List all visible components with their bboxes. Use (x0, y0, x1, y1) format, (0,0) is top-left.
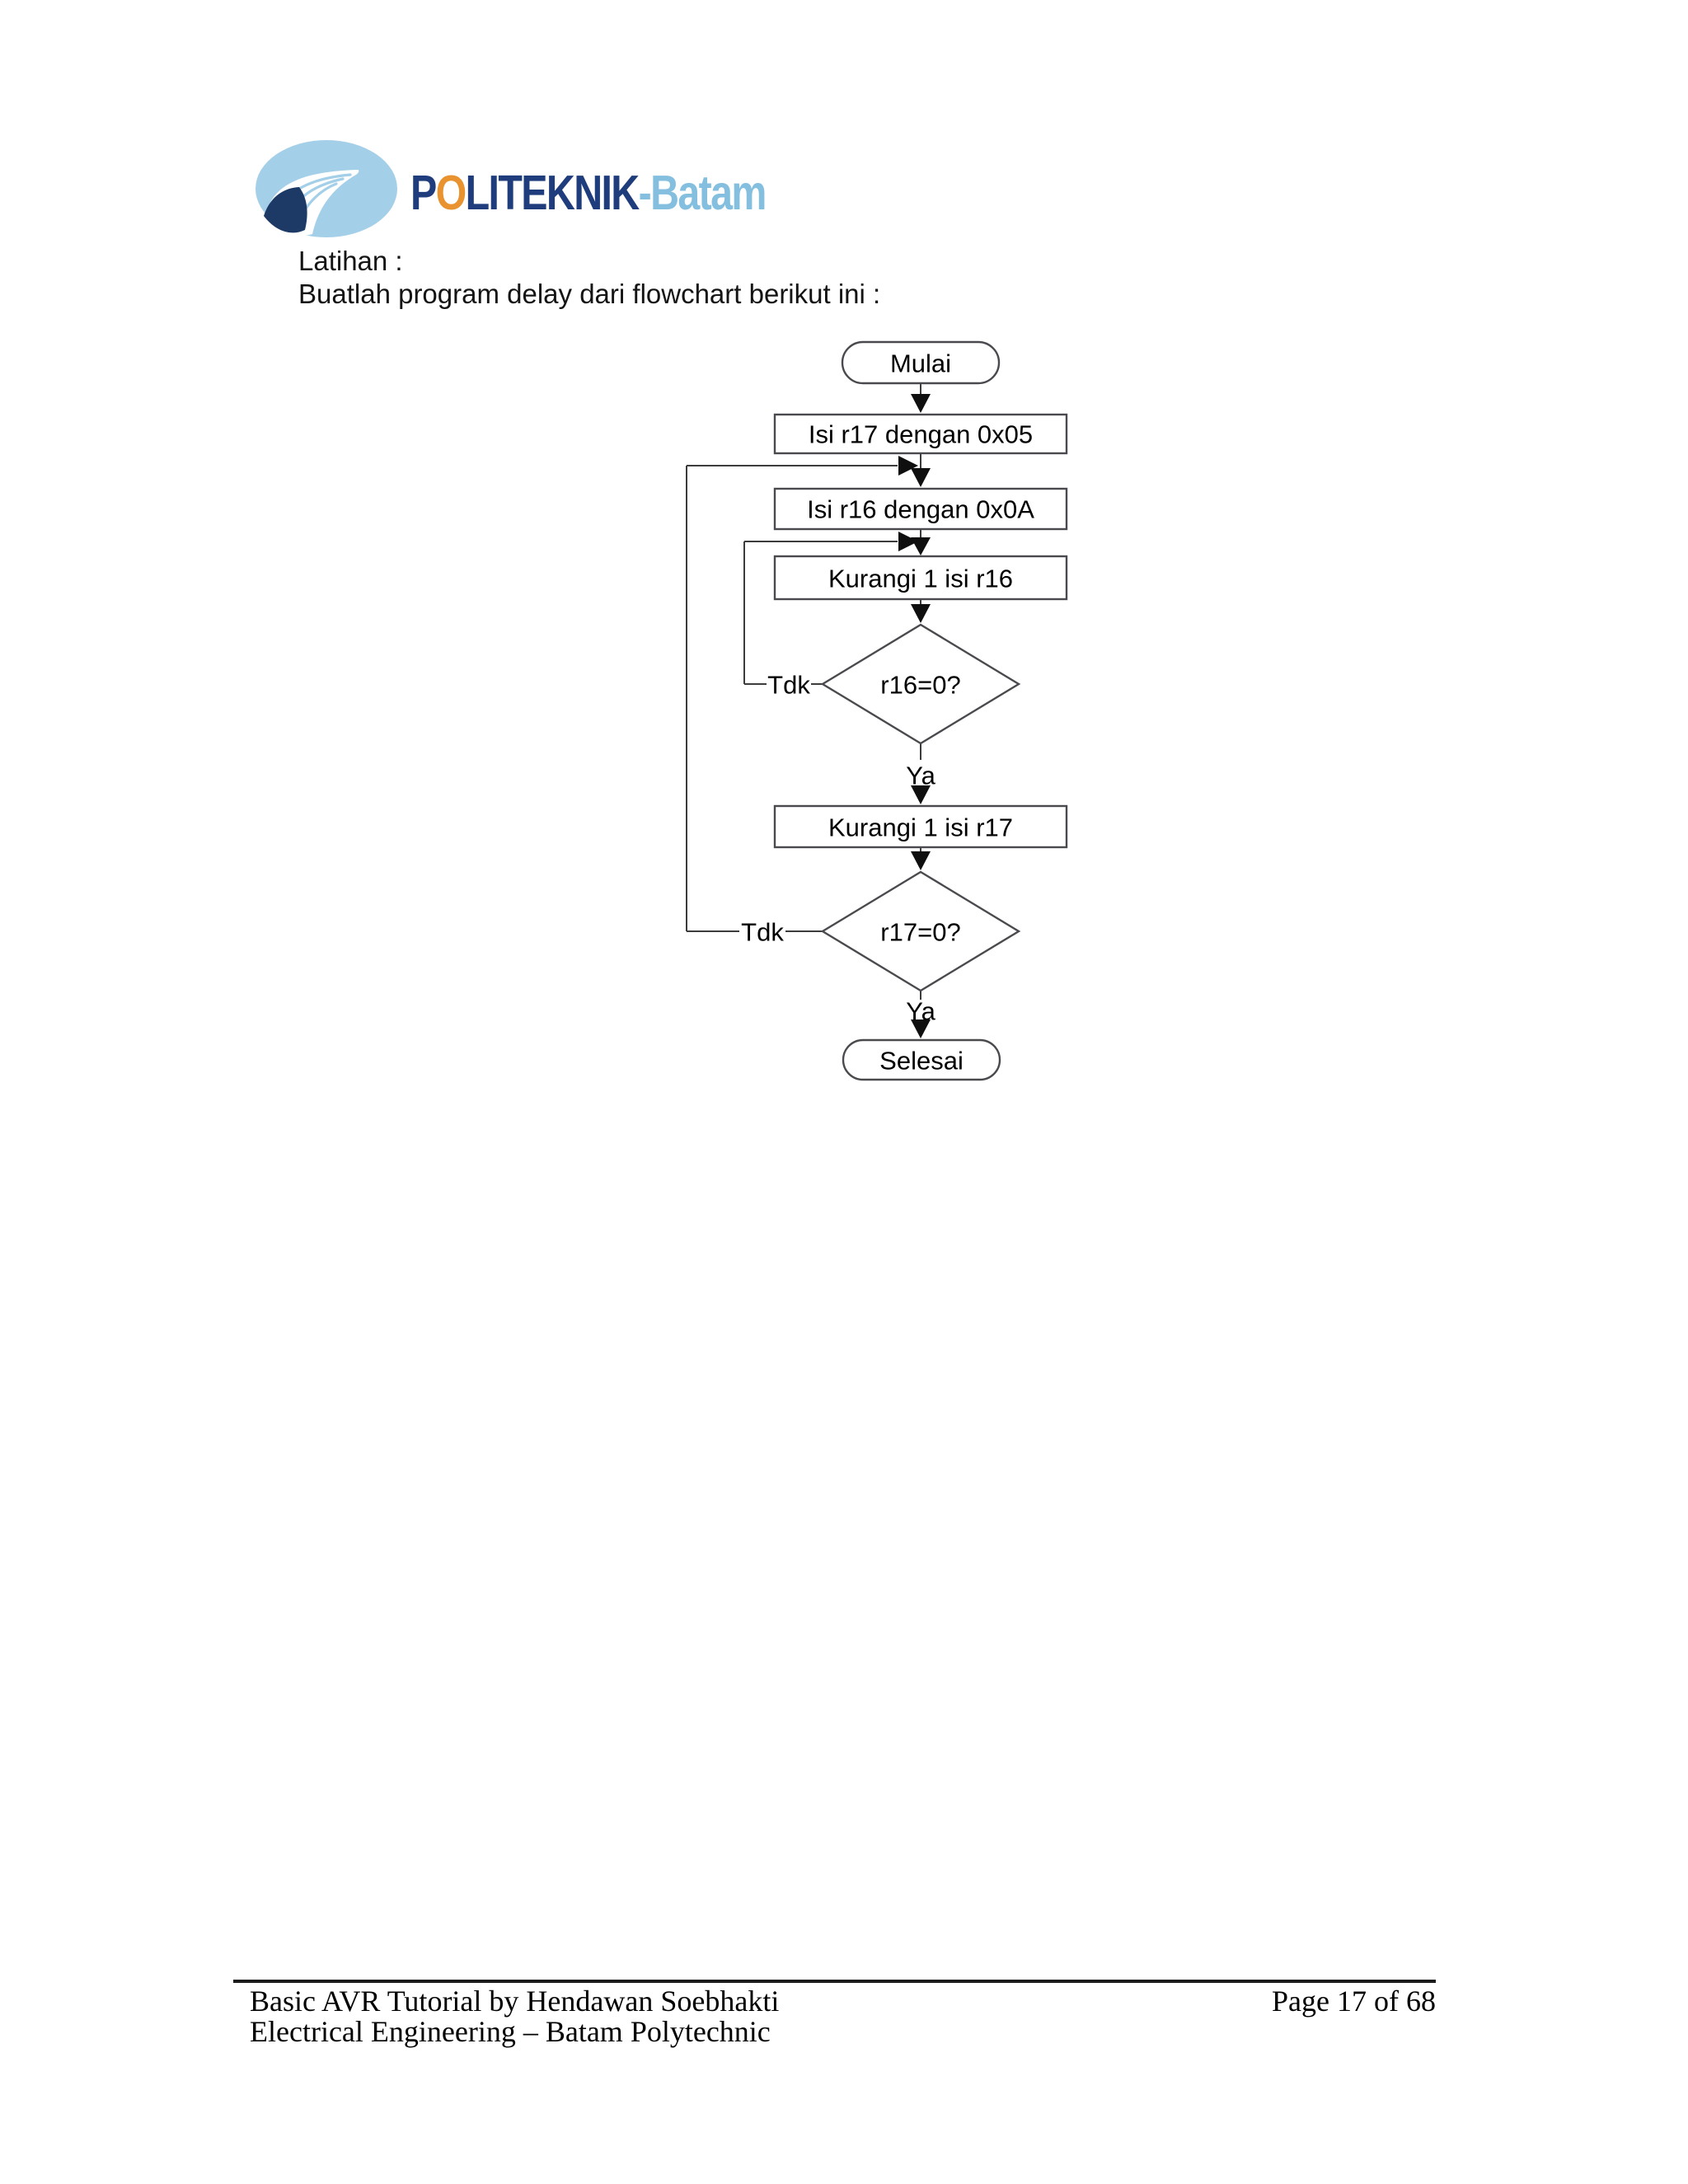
flowchart-edges (686, 383, 921, 1000)
node-label-box4: Kurangi 1 isi r17 (828, 813, 1013, 842)
exercise-heading: Latihan : (298, 246, 403, 276)
flowchart-node-box4 (773, 804, 1068, 849)
branch-label-tdk-1: Tdk (767, 671, 810, 700)
branch-label-ya-1: Ya (906, 762, 935, 790)
node-label-decision2: r17=0? (880, 918, 960, 947)
flowchart-node-box1 (773, 413, 1068, 455)
exercise-instruction: Buatlah program delay dari flowchart ber… (298, 279, 881, 309)
footer-author: Basic AVR Tutorial by Hendawan Soebhakti (250, 1985, 780, 2018)
flowchart-node-shapes (773, 340, 1068, 1081)
logo-wordmark: POLITEKNIK-Batam (410, 166, 767, 220)
wordmark-liteknik: LITEKNIK (465, 166, 640, 220)
flowchart-node-end (842, 1038, 1001, 1081)
flowchart-node-box3 (773, 555, 1068, 601)
logo-globe-icon (256, 140, 397, 237)
branch-label-ya-2: Ya (906, 997, 935, 1026)
flowchart-node-decision1 (820, 623, 1021, 745)
flowchart-node-box2 (773, 487, 1068, 531)
branch-label-tdk-2: Tdk (741, 918, 784, 947)
node-label-box2: Isi r16 dengan 0x0A (807, 495, 1034, 524)
node-label-box3: Kurangi 1 isi r16 (828, 565, 1013, 593)
node-label-box1: Isi r17 dengan 0x05 (809, 420, 1033, 449)
node-label-start: Mulai (890, 349, 951, 378)
node-label-end: Selesai (879, 1047, 964, 1076)
flowchart-arrowheads (898, 394, 931, 1038)
footer-page-number: Page 17 of 68 (1272, 1985, 1436, 2018)
flowchart-labels: Mulai Isi r17 dengan 0x05 Isi r16 dengan… (741, 349, 1034, 1076)
footer-department: Electrical Engineering – Batam Polytechn… (250, 2015, 771, 2048)
wordmark-letter-p: P (410, 166, 437, 220)
flowchart-node-start (841, 340, 1001, 385)
flowchart-node-decision2 (820, 870, 1021, 992)
node-label-decision1: r16=0? (880, 671, 960, 700)
footer-rule (233, 1980, 1436, 1983)
wordmark-batam: -Batam (638, 166, 767, 220)
wordmark-letter-o: O (435, 166, 467, 220)
